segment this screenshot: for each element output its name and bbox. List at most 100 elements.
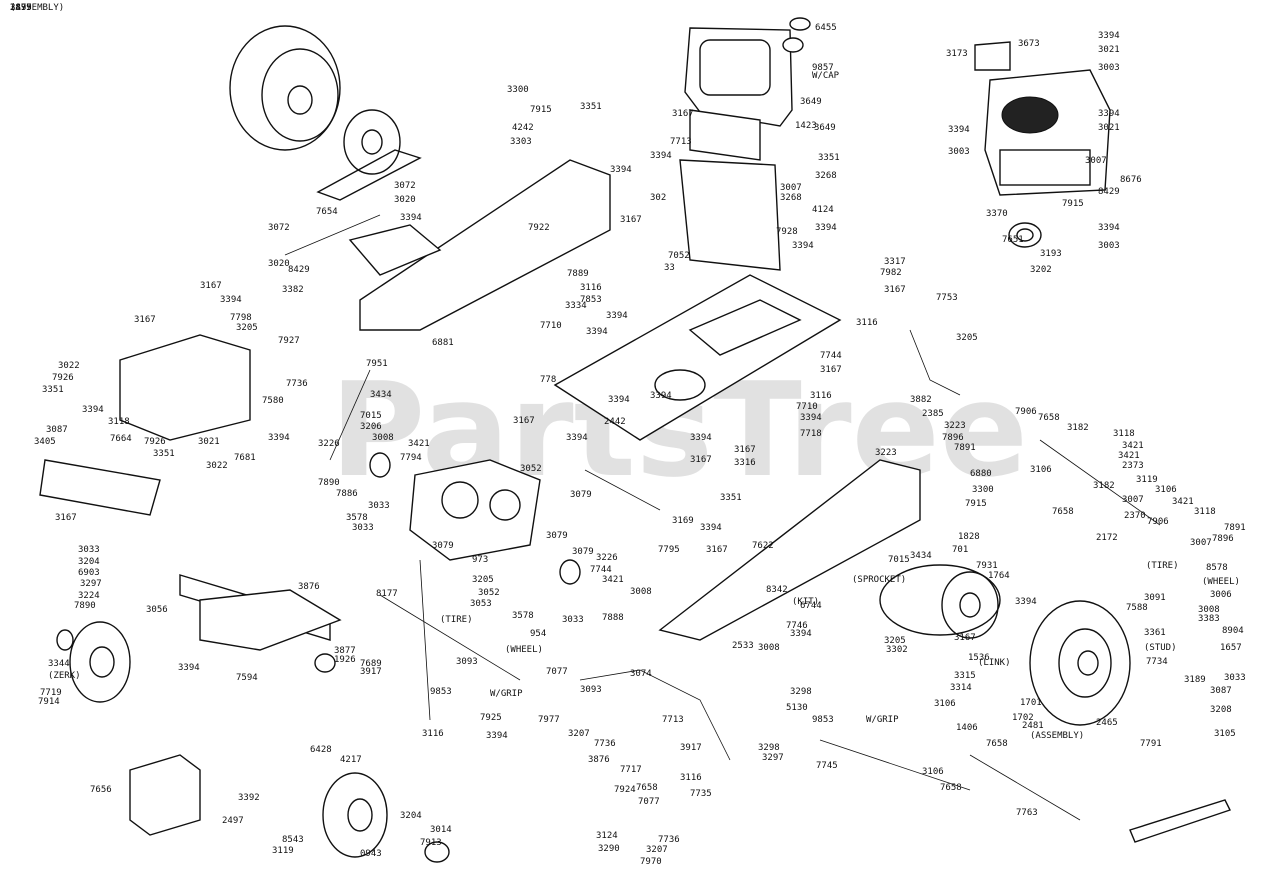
- part-number-label: 3020: [394, 195, 416, 205]
- part-number-label: 9853: [430, 687, 452, 697]
- part-number-label: 7658: [1038, 413, 1060, 423]
- part-number-label: 7927: [278, 336, 300, 346]
- part-number-label: 3056: [146, 605, 168, 615]
- part-number-label: 3033: [1224, 673, 1246, 683]
- part-number-label: 3033: [78, 545, 100, 555]
- part-number-label: 3119: [272, 846, 294, 856]
- part-number-label: 1926: [334, 655, 356, 665]
- part-number-label: 3334: [565, 301, 587, 311]
- part-number-label: 6903: [78, 568, 100, 578]
- part-number-label: 3007: [1122, 495, 1144, 505]
- part-number-label: 7798: [230, 313, 252, 323]
- part-number-label: 2172: [1096, 533, 1118, 543]
- part-number-label: 3882: [910, 395, 932, 405]
- part-number-label: 7791: [1140, 739, 1162, 749]
- part-number-label: 3079: [570, 490, 592, 500]
- part-number-label: 3167: [820, 365, 842, 375]
- part-number-label: 8904: [1222, 626, 1244, 636]
- part-number-label: (ASSEMBLY): [10, 3, 64, 13]
- part-number-label: 3006: [1210, 590, 1232, 600]
- part-number-label: 3421: [1122, 441, 1144, 451]
- part-number-label: 7896: [1212, 534, 1234, 544]
- rear-frame-icon: [658, 459, 921, 641]
- part-number-label: 3394: [610, 165, 632, 175]
- part-number-label: 7915: [530, 105, 552, 115]
- part-number-label: 1657: [1220, 643, 1242, 653]
- part-number-label: 3053: [470, 599, 492, 609]
- part-number-label: 3206: [360, 422, 382, 432]
- part-number-label: 2499: [10, 3, 32, 13]
- part-number-label: 3003: [1098, 63, 1120, 73]
- part-number-label: 3578: [346, 513, 368, 523]
- part-number-label: (ZERK): [48, 671, 81, 681]
- part-number-label: 3021: [1098, 123, 1120, 133]
- part-number-label: 3223: [944, 421, 966, 431]
- part-number-label: 3007: [1190, 538, 1212, 548]
- part-number-label: 3394: [650, 151, 672, 161]
- part-number-label: 3394: [606, 311, 628, 321]
- part-number-label: 2373: [1122, 461, 1144, 471]
- part-number-label: 3008: [758, 643, 780, 653]
- part-number-label: 7713: [670, 137, 692, 147]
- part-number-label: 7656: [90, 785, 112, 795]
- part-number-label: 3226: [318, 439, 340, 449]
- part-number-label: 3300: [972, 485, 994, 495]
- part-number-label: 3303: [510, 137, 532, 147]
- part-number-label: (TIRE): [1146, 561, 1179, 571]
- part-number-label: 6428: [310, 745, 332, 755]
- part-number-label: 8578: [1206, 563, 1228, 573]
- part-number-label: W/GRIP: [490, 689, 523, 699]
- part-number-label: 7015: [360, 411, 382, 421]
- part-number-label: W/CAP: [812, 71, 840, 81]
- part-number-label: 1406: [956, 723, 978, 733]
- part-number-label: 778: [540, 375, 556, 385]
- part-number-label: 3302: [886, 645, 908, 655]
- part-number-label: 3119: [1136, 475, 1158, 485]
- part-number-label: 3106: [934, 699, 956, 709]
- part-number-label: 3394: [650, 391, 672, 401]
- part-number-label: 3033: [562, 615, 584, 625]
- part-number-label: 7886: [336, 489, 358, 499]
- part-number-label: 1702: [1012, 713, 1034, 723]
- part-number-label: 7794: [400, 453, 422, 463]
- part-number-label: 3421: [408, 439, 430, 449]
- part-number-label: 7735: [690, 789, 712, 799]
- part-number-label: 3167: [513, 416, 535, 426]
- front-axle-icon: [179, 574, 342, 673]
- part-number-label: 7736: [286, 379, 308, 389]
- part-number-label: 8676: [1120, 175, 1142, 185]
- part-number-label: 7906: [1015, 407, 1037, 417]
- part-number-label: 7717: [620, 765, 642, 775]
- part-number-label: 3394: [608, 395, 630, 405]
- part-number-label: 3205: [236, 323, 258, 333]
- part-number-label: 3020: [268, 259, 290, 269]
- part-number-label: 7915: [965, 499, 987, 509]
- part-number-label: 4124: [812, 205, 834, 215]
- part-number-label: 7077: [546, 667, 568, 677]
- part-number-label: 3394: [790, 629, 812, 639]
- part-number-label: 7891: [1224, 523, 1246, 533]
- part-number-label: 3316: [734, 458, 756, 468]
- part-number-label: 1423: [795, 121, 817, 131]
- part-number-label: 3297: [762, 753, 784, 763]
- part-number-label: 3351: [42, 385, 64, 395]
- part-number-label: 7951: [366, 359, 388, 369]
- part-number-label: 7853: [580, 295, 602, 305]
- part-number-label: (ASSEMBLY): [1030, 731, 1084, 741]
- part-number-label: 7795: [658, 545, 680, 555]
- part-number-label: 3394: [220, 295, 242, 305]
- part-number-label: 3205: [956, 333, 978, 343]
- part-number-label: 7580: [262, 396, 284, 406]
- part-number-label: 7746: [786, 621, 808, 631]
- part-number-label: 3208: [1210, 705, 1232, 715]
- part-number-label: 7744: [820, 351, 842, 361]
- part-number-label: 3079: [432, 541, 454, 551]
- transaxle-icon: [369, 452, 581, 585]
- part-number-label: 3033: [368, 501, 390, 511]
- part-number-label: 3361: [1144, 628, 1166, 638]
- part-number-label: 3118: [1113, 429, 1135, 439]
- part-number-label: 3875: [10, 3, 32, 13]
- part-number-label: 3003: [948, 147, 970, 157]
- part-number-label: 3394: [1098, 31, 1120, 41]
